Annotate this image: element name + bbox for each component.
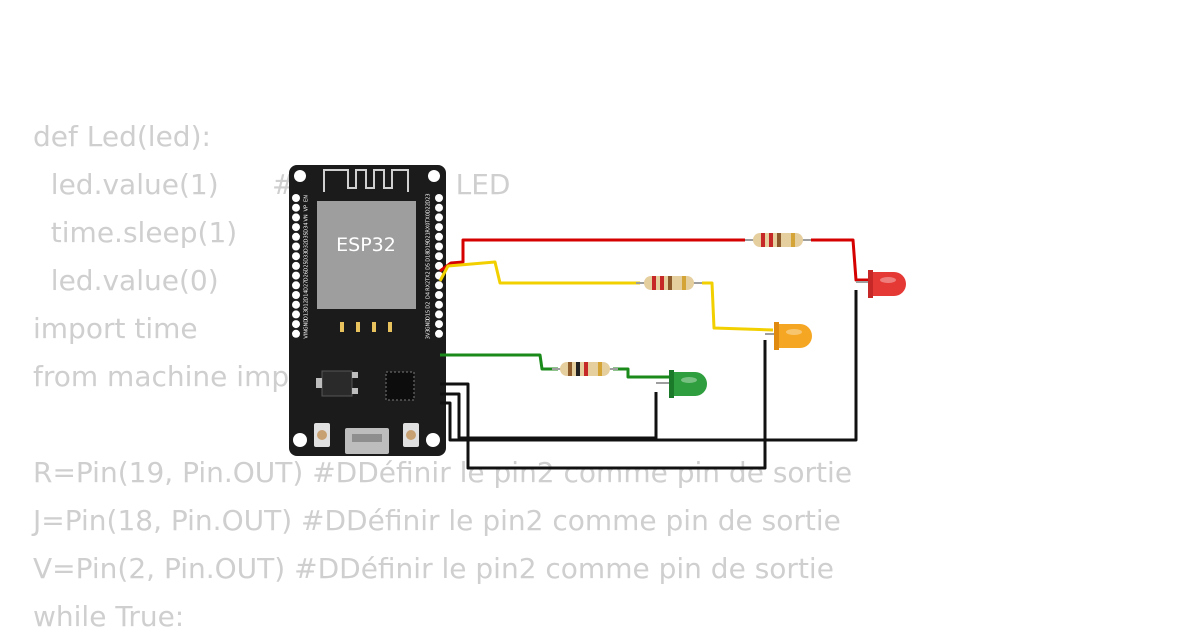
left-pin-label: VN <box>304 214 310 221</box>
yellow-wire[interactable] <box>438 260 640 285</box>
right-pin-header: D23D22TX0RX0D21D19D18D5TX2RX2D4D2D15GND3… <box>426 193 443 339</box>
module-pads <box>340 322 392 332</box>
right-pin[interactable] <box>435 194 443 202</box>
esp32-module <box>317 201 416 309</box>
left-pin[interactable] <box>292 281 300 290</box>
yellow-wire[interactable] <box>702 281 774 332</box>
left-pin-label: D34 <box>304 222 310 232</box>
gnd-wire[interactable] <box>440 340 767 470</box>
left-pin-header: EN VP VND34D35D32D33D25D26D27D14D12D13GNDV… <box>292 194 310 339</box>
right-pin[interactable] <box>435 310 443 319</box>
right-pin-label: TX0 <box>426 213 432 224</box>
left-pin[interactable] <box>292 271 300 280</box>
right-pin[interactable] <box>435 320 443 329</box>
green-wire[interactable] <box>613 367 670 379</box>
right-pin-label: TX2 <box>426 271 432 282</box>
resistor-yellow[interactable] <box>636 276 702 290</box>
resistor-green[interactable] <box>552 362 618 376</box>
left-pin-label: GND <box>304 319 310 331</box>
code-line: J=Pin(18, Pin.OUT) #DDéfinir le pin2 com… <box>33 504 841 537</box>
left-pin-label: D13 <box>304 310 310 320</box>
right-pin-label: D22 <box>426 203 432 213</box>
left-pin[interactable] <box>292 242 300 251</box>
mount-hole <box>294 170 306 182</box>
code-line: while True: <box>33 600 185 633</box>
left-pin[interactable] <box>292 291 300 299</box>
gnd-wire[interactable] <box>440 290 858 442</box>
left-pin[interactable] <box>292 300 300 309</box>
yellow-led[interactable] <box>765 322 812 350</box>
en-button[interactable] <box>314 423 330 447</box>
right-pin-label: D18 <box>426 252 432 262</box>
right-pin-label: 3V3 <box>426 329 432 339</box>
usb-serial-chip <box>385 371 415 401</box>
right-pin[interactable] <box>435 261 443 270</box>
left-pin-label: D14 <box>304 290 310 300</box>
right-pin-label: RX0 <box>426 223 432 233</box>
wires <box>438 238 868 470</box>
right-pin[interactable] <box>435 213 443 222</box>
red-wire[interactable] <box>811 238 868 282</box>
code-line: led.value(0) <box>33 264 219 297</box>
left-pin[interactable] <box>292 223 300 232</box>
gnd-wire[interactable] <box>440 392 658 440</box>
left-pin[interactable] <box>292 261 300 270</box>
left-pin[interactable] <box>292 232 300 241</box>
left-pin-label: D35 <box>304 232 310 242</box>
right-pin[interactable] <box>435 252 443 261</box>
right-pin-label: D15 <box>426 310 432 320</box>
right-pin-label: D5 <box>426 263 432 270</box>
right-pin[interactable] <box>435 223 443 232</box>
left-pin-label: EN <box>304 195 310 202</box>
red-led[interactable] <box>856 270 906 298</box>
left-pin-label: D12 <box>304 300 310 310</box>
mount-hole <box>293 433 307 447</box>
left-pin[interactable] <box>292 213 300 222</box>
mount-hole <box>426 433 440 447</box>
right-pin[interactable] <box>435 300 443 309</box>
left-pin-label: D25 <box>304 261 310 271</box>
green-wire[interactable] <box>440 353 558 371</box>
right-pin-label: D23 <box>426 193 432 203</box>
left-pin-label: D33 <box>304 252 310 262</box>
right-pin[interactable] <box>435 203 443 212</box>
chip-label: ESP32 <box>336 234 396 256</box>
code-line: import time <box>33 312 198 345</box>
code-line: def Led(led): <box>33 120 211 153</box>
right-pin-label: D2 <box>426 302 432 309</box>
left-pin-label: D27 <box>304 281 310 291</box>
right-pin-label: D21 <box>426 232 432 242</box>
left-pin-label: VIN <box>304 330 310 339</box>
right-pin[interactable] <box>435 329 443 338</box>
red-wire[interactable] <box>439 238 745 273</box>
right-pin-label: D19 <box>426 242 432 252</box>
antenna-trace <box>323 169 409 192</box>
right-pin-label: GND <box>426 319 432 331</box>
resistor-red[interactable] <box>745 233 811 247</box>
right-pin-label: RX2 <box>426 281 432 291</box>
code-line: time.sleep(1) <box>33 216 238 249</box>
code-line: V=Pin(2, Pin.OUT) #DDéfinir le pin2 comm… <box>33 552 834 585</box>
left-pin[interactable] <box>292 310 300 319</box>
left-pin-label: D32 <box>304 242 310 252</box>
left-pin-label: D26 <box>304 271 310 281</box>
boot-button[interactable] <box>403 423 419 447</box>
green-led[interactable] <box>656 370 707 398</box>
left-pin[interactable] <box>292 320 300 329</box>
mount-hole <box>428 170 440 182</box>
left-pin[interactable] <box>292 329 300 338</box>
left-pin[interactable] <box>292 252 300 261</box>
code-line: R=Pin(19, Pin.OUT) #DDéfinir le pin2 com… <box>33 456 853 489</box>
right-pin[interactable] <box>435 232 443 241</box>
left-pin[interactable] <box>292 203 300 212</box>
voltage-regulator <box>321 370 353 397</box>
left-pin-label: VP <box>304 205 310 211</box>
right-pin-label: D4 <box>426 292 432 299</box>
right-pin[interactable] <box>435 281 443 290</box>
right-pin[interactable] <box>435 242 443 251</box>
left-pin[interactable] <box>292 194 300 202</box>
right-pin[interactable] <box>435 291 443 299</box>
